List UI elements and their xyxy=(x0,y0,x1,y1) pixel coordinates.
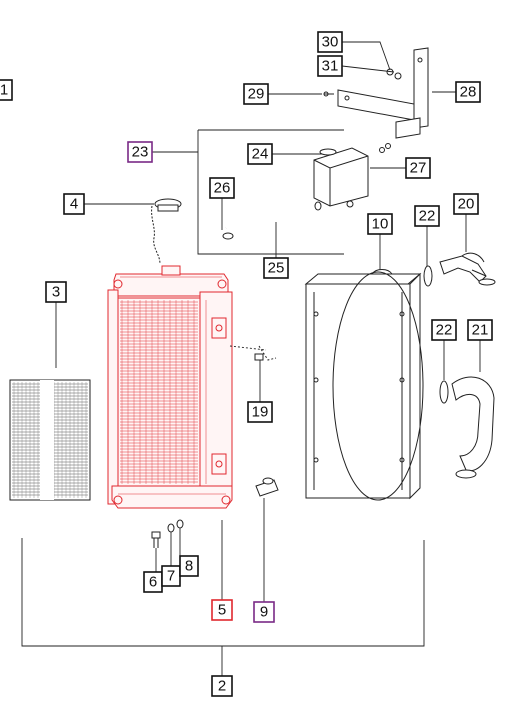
callout-28: 28 xyxy=(455,81,481,103)
callout-4-text: 4 xyxy=(70,196,78,213)
callout-26-text: 26 xyxy=(214,180,231,197)
part-19-screw xyxy=(254,345,277,361)
part-22-hose-clamp-upper xyxy=(423,265,496,287)
callout-23-text: 23 xyxy=(132,144,149,161)
callout-30-text: 30 xyxy=(322,34,339,51)
callout-2: 2 xyxy=(211,675,233,697)
callout-22-lower: 22 xyxy=(431,319,457,341)
callout-29: 29 xyxy=(243,83,269,105)
callout-7-text: 7 xyxy=(167,568,175,585)
mounting-dash-line xyxy=(229,345,267,351)
callout-10-text: 10 xyxy=(372,216,389,233)
callout-28-text: 28 xyxy=(460,84,477,101)
callout-25: 25 xyxy=(263,257,289,279)
part-28-tank-bracket xyxy=(337,47,429,139)
callout-4: 4 xyxy=(63,193,85,215)
callout-29-text: 29 xyxy=(248,86,265,103)
part-21-lower-hose xyxy=(451,376,495,472)
leader-lines xyxy=(21,41,481,676)
callout-26: 26 xyxy=(209,177,235,199)
part-22-hose-clamp-lower xyxy=(439,380,477,479)
part-9-drain-valve xyxy=(255,477,279,497)
callout-6-text: 6 xyxy=(149,574,157,591)
part-25-overflow-hose xyxy=(222,201,322,240)
callout-1-text: 1 xyxy=(0,82,8,99)
callout-22-upper-text: 22 xyxy=(419,208,436,225)
callout-21-text: 21 xyxy=(472,322,489,339)
callout-22-lower-text: 22 xyxy=(436,322,453,339)
callout-24: 24 xyxy=(247,143,273,165)
callout-3-text: 3 xyxy=(52,284,60,301)
part-20-upper-hose xyxy=(439,252,487,283)
callout-19-text: 19 xyxy=(252,404,269,421)
callout-25-text: 25 xyxy=(268,260,285,277)
callout-27-text: 27 xyxy=(410,160,427,177)
callout-20-text: 20 xyxy=(458,196,475,213)
callout-27: 27 xyxy=(405,157,431,179)
callout-8-text: 8 xyxy=(185,558,193,575)
part-10-fan-shroud xyxy=(304,269,424,501)
callout-1: 1 xyxy=(0,79,13,101)
part-6-7-8-bolt-washers xyxy=(151,519,184,548)
callout-30: 30 xyxy=(317,31,343,53)
callout-20: 20 xyxy=(453,193,479,215)
callout-31-text: 31 xyxy=(322,58,339,75)
callout-24-text: 24 xyxy=(252,146,269,163)
callout-5-text: 5 xyxy=(218,602,226,619)
callout-3: 3 xyxy=(45,281,67,303)
part-5-radiator xyxy=(107,265,233,509)
callout-2-text: 2 xyxy=(218,678,226,695)
callout-9: 9 xyxy=(253,601,275,623)
callout-5: 5 xyxy=(211,599,233,621)
part-3-screen xyxy=(9,379,91,501)
part-27-expansion-tank xyxy=(313,147,369,208)
callout-31: 31 xyxy=(317,55,343,77)
callout-10: 10 xyxy=(367,213,393,235)
part-4-radiator-cap xyxy=(151,198,182,265)
callout-6: 6 xyxy=(143,571,163,593)
callout-9-text: 9 xyxy=(260,604,268,621)
callout-21: 21 xyxy=(467,319,493,341)
callout-19: 19 xyxy=(247,401,273,423)
callout-8: 8 xyxy=(179,555,199,577)
callout-22-upper: 22 xyxy=(414,205,440,227)
callout-7: 7 xyxy=(161,565,181,587)
callout-23: 23 xyxy=(127,141,153,163)
